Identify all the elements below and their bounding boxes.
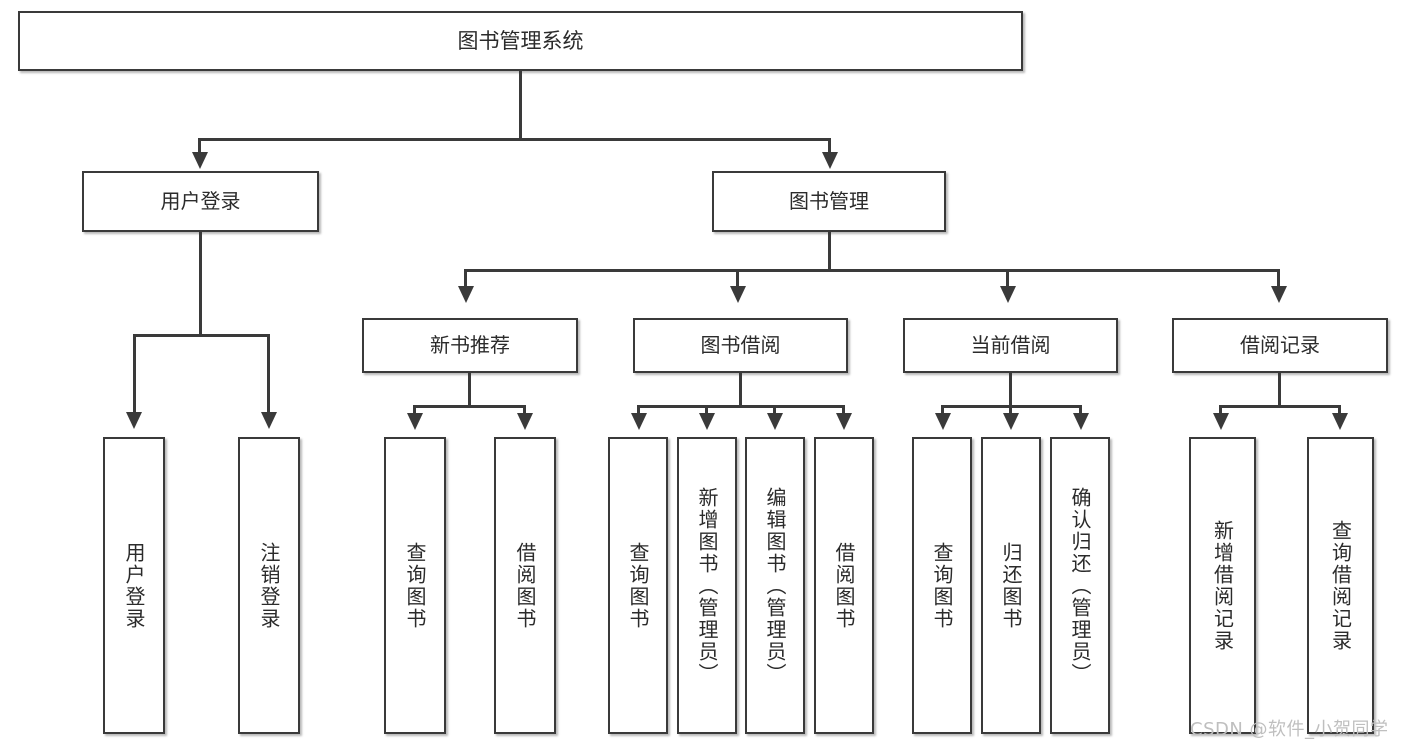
connector-bookborrow-bar (637, 405, 845, 408)
arrow-login-to-logout (261, 412, 277, 429)
node-label: 借阅记录 (1240, 332, 1320, 357)
arrow-currentborrow-c3 (1073, 413, 1089, 430)
arrow-bookborrow-c3 (767, 413, 783, 430)
node-label: 图书管理 (789, 188, 869, 213)
arrow-records-c1 (1213, 413, 1229, 430)
leaf-label: 确认归还（管理员） (1068, 486, 1092, 685)
arrow-to-book-borrow (730, 286, 746, 303)
node-new-book-recommend[interactable]: 新书推荐 (362, 318, 578, 373)
arrow-bookborrow-c4 (836, 413, 852, 430)
connector-bookborrow-c2 (705, 405, 708, 419)
leaf-label: 归还图书 (999, 541, 1023, 630)
connector-bookmgmt-down (828, 232, 831, 272)
leaf-label: 注销登录 (257, 541, 281, 630)
leaf-currentborrow-query-book[interactable]: 查询图书 (912, 437, 972, 734)
node-label: 新书推荐 (430, 332, 510, 357)
leaf-label: 查询图书 (626, 541, 650, 630)
arrow-records-c2 (1332, 413, 1348, 430)
leaf-bookborrow-borrow-book[interactable]: 借阅图书 (814, 437, 874, 734)
leaf-label: 新增借阅记录 (1210, 519, 1235, 652)
leaf-bookborrow-add-book-admin[interactable]: 新增图书（管理员） (677, 437, 737, 734)
connector-currentborrow-down (1009, 373, 1012, 407)
node-root-system[interactable]: 图书管理系统 (18, 11, 1023, 71)
leaf-currentborrow-confirm-return-admin[interactable]: 确认归还（管理员） (1050, 437, 1110, 734)
connector-login-down (199, 232, 202, 336)
connector-root-down (519, 71, 522, 141)
connector-to-book-borrow (736, 269, 739, 291)
connector-records-c2 (1338, 405, 1341, 419)
node-book-management[interactable]: 图书管理 (712, 171, 946, 232)
node-user-login[interactable]: 用户登录 (82, 171, 319, 232)
connector-root-to-login (198, 138, 201, 158)
leaf-records-add-record[interactable]: 新增借阅记录 (1189, 437, 1256, 734)
leaf-bookborrow-edit-book-admin[interactable]: 编辑图书（管理员） (745, 437, 805, 734)
leaf-label: 查询图书 (403, 541, 427, 630)
node-borrow-records[interactable]: 借阅记录 (1172, 318, 1388, 373)
leaf-user-login[interactable]: 用户登录 (103, 437, 165, 734)
arrow-currentborrow-c2 (1003, 413, 1019, 430)
connector-currentborrow-c2 (1009, 405, 1012, 419)
connector-login-bar (133, 334, 270, 337)
leaf-currentborrow-return-book[interactable]: 归还图书 (981, 437, 1041, 734)
connector-bookborrow-down (739, 373, 742, 407)
node-book-borrow[interactable]: 图书借阅 (633, 318, 848, 373)
connector-bookborrow-c4 (842, 405, 845, 419)
connector-newbook-bar (413, 405, 526, 408)
connector-newbook-down (468, 373, 471, 407)
connector-root-to-bookmgmt (828, 138, 831, 158)
leaf-label: 编辑图书（管理员） (763, 486, 787, 685)
node-label: 用户登录 (160, 188, 241, 213)
connector-currentborrow-c3 (1079, 405, 1082, 419)
arrow-to-borrow-records (1271, 286, 1287, 303)
leaf-label: 查询借阅记录 (1328, 519, 1353, 652)
leaf-bookborrow-query-book[interactable]: 查询图书 (608, 437, 668, 734)
arrow-login-to-user-login (126, 412, 142, 429)
arrow-to-current-borrow (1000, 286, 1016, 303)
arrow-currentborrow-c1 (935, 413, 951, 430)
leaf-label: 借阅图书 (513, 541, 537, 630)
connector-bookborrow-c3 (773, 405, 776, 419)
connector-bookborrow-c1 (637, 405, 640, 419)
connector-records-down (1278, 373, 1281, 407)
connector-root-bar (198, 138, 831, 141)
node-current-borrow[interactable]: 当前借阅 (903, 318, 1118, 373)
connector-login-left-drop (133, 334, 136, 418)
arrow-newbook-c1 (407, 413, 423, 430)
connector-to-current-borrow (1006, 269, 1009, 291)
node-label: 图书借阅 (700, 332, 781, 357)
arrow-root-to-bookmgmt (822, 152, 838, 169)
node-label: 当前借阅 (970, 332, 1051, 357)
leaf-records-query-record[interactable]: 查询借阅记录 (1307, 437, 1374, 734)
connector-records-bar (1219, 405, 1341, 408)
leaf-label: 查询图书 (930, 541, 954, 630)
arrow-bookborrow-c2 (699, 413, 715, 430)
connector-currentborrow-c1 (941, 405, 944, 419)
connector-to-new-book (464, 269, 467, 291)
leaf-newbook-borrow-book[interactable]: 借阅图书 (494, 437, 556, 734)
connector-login-right-drop (267, 334, 270, 418)
arrow-newbook-c2 (517, 413, 533, 430)
leaf-label: 用户登录 (122, 541, 146, 630)
leaf-label: 新增图书（管理员） (695, 486, 719, 685)
leaf-logout[interactable]: 注销登录 (238, 437, 300, 734)
connector-to-borrow-records (1277, 269, 1280, 291)
csdn-watermark: CSDN @软件_小贺同学 (1190, 719, 1389, 740)
node-label: 图书管理系统 (457, 28, 584, 53)
connector-records-c1 (1219, 405, 1222, 419)
arrow-bookborrow-c1 (631, 413, 647, 430)
arrow-to-new-book (458, 286, 474, 303)
leaf-label: 借阅图书 (832, 541, 856, 630)
arrow-root-to-login (192, 152, 208, 169)
leaf-newbook-query-book[interactable]: 查询图书 (384, 437, 446, 734)
connector-newbook-c1 (413, 405, 416, 419)
connector-level2-bar (464, 269, 1280, 272)
connector-newbook-c2 (523, 405, 526, 419)
